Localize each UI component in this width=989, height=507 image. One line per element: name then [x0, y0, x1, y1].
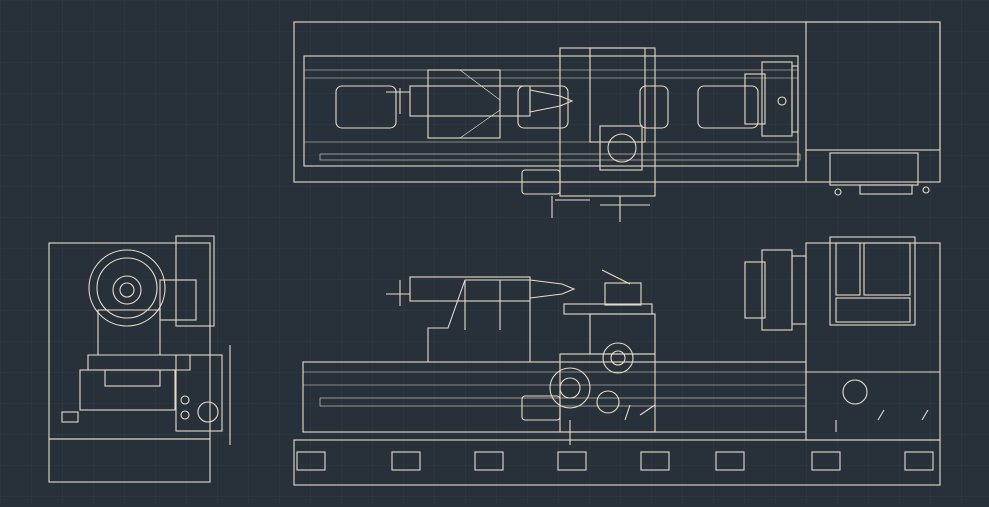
top-carriage [521, 47, 656, 222]
control-panel [829, 236, 916, 326]
front-carriage [521, 269, 656, 445]
top-headstock [805, 21, 941, 151]
top-bed-slot [697, 85, 759, 129]
front-chuck [744, 249, 807, 331]
front-headstock [805, 236, 941, 441]
end-chuck [88, 249, 166, 327]
end-view [48, 235, 231, 483]
top-tailstock [386, 69, 574, 139]
end-apron [175, 354, 223, 432]
handwheel [549, 367, 591, 409]
top-view [293, 21, 941, 222]
top-motor [521, 169, 561, 195]
top-bed-slot [639, 85, 669, 129]
front-view [293, 236, 941, 486]
top-bed-slot [335, 85, 397, 129]
front-tailstock [386, 276, 576, 363]
base-feet [296, 451, 934, 471]
top-chuck [744, 61, 799, 137]
top-bed-slot [517, 85, 569, 129]
front-base [293, 439, 941, 486]
end-base [48, 438, 211, 483]
apron [559, 353, 656, 433]
top-control-box [829, 152, 930, 196]
front-motor [521, 395, 561, 421]
